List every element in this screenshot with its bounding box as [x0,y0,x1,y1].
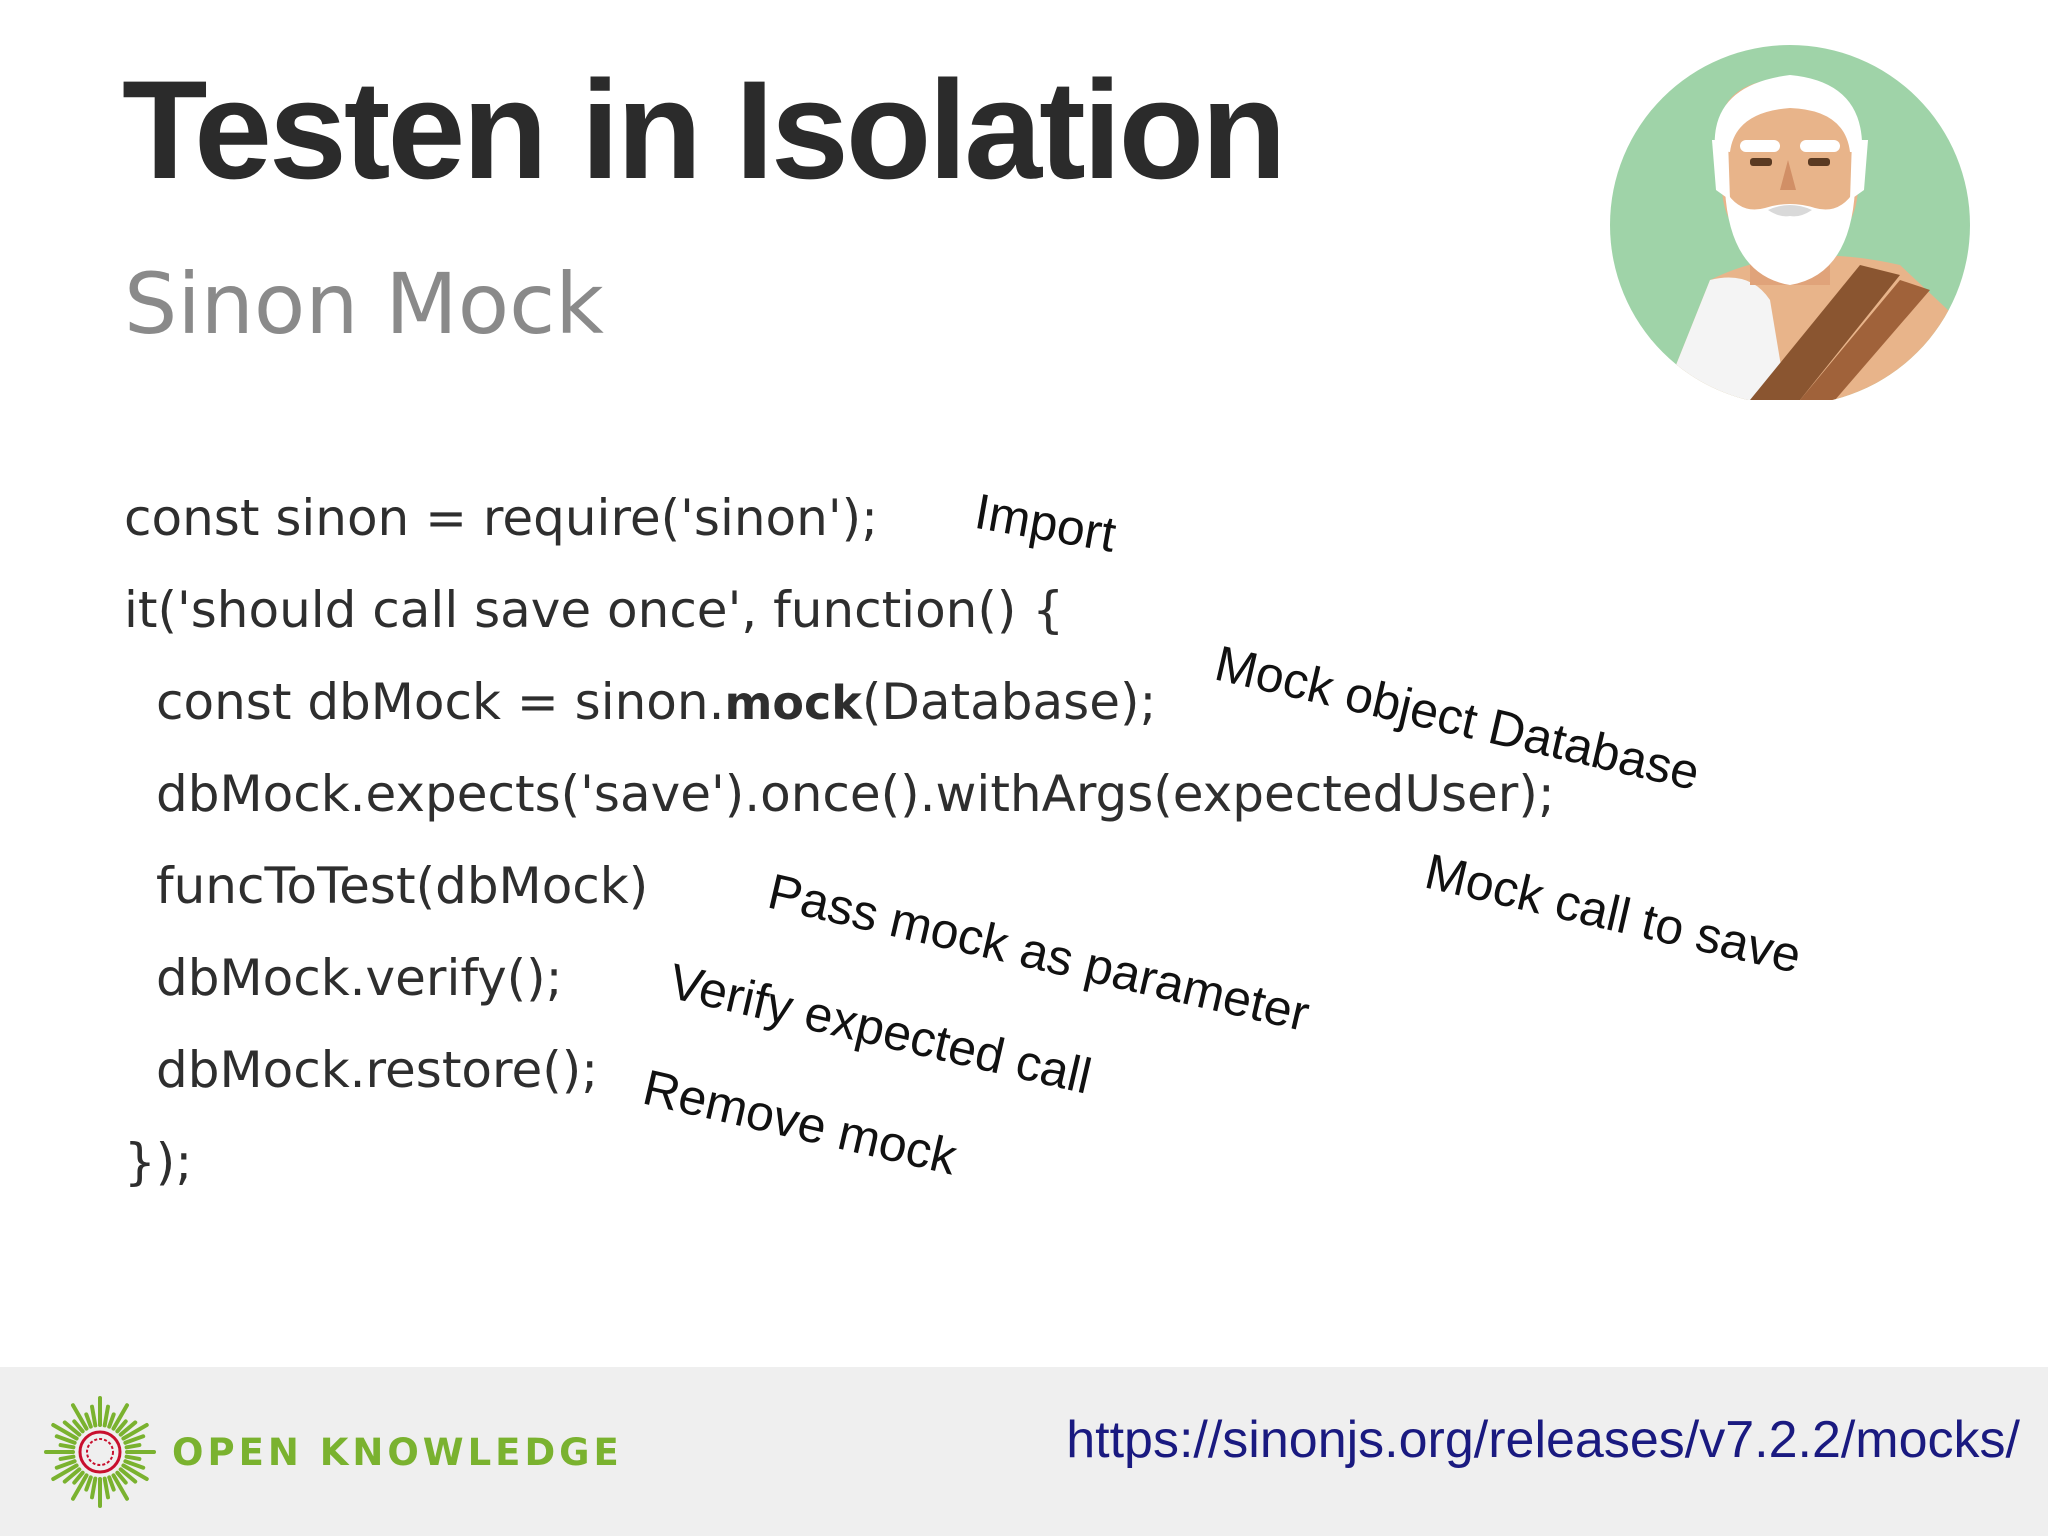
code-line-7: dbMock.restore(); [156,1041,599,1099]
open-knowledge-logo-icon [44,1396,156,1508]
slide-title: Testen in Isolation [122,51,1287,208]
code-line-3-suffix: (Database); [861,673,1157,731]
reference-link[interactable]: https://sinonjs.org/releases/v7.2.2/mock… [1066,1411,2020,1469]
code-line-6: dbMock.verify(); [156,949,563,1007]
code-line-3-prefix: const dbMock = sinon. [156,673,725,731]
annotation-mock-call: Mock call to save [1420,843,1807,984]
code-line-8: }); [124,1133,193,1191]
logo-text: OPEN KNOWLEDGE [172,1431,623,1474]
footer-bar [0,1367,2048,1536]
code-line-2: it('should call save once', function() { [124,581,1065,639]
code-line-3: const dbMock = sinon.mock(Database); [156,677,1156,727]
annotation-remove: Remove mock [638,1059,963,1186]
slide-subtitle: Sinon Mock [124,255,604,353]
code-line-3-bold: mock [724,676,862,730]
philosopher-avatar [1610,45,1970,400]
code-line-5: funcToTest(dbMock) [156,857,649,915]
code-line-4: dbMock.expects('save').once().withArgs(e… [156,765,1555,823]
code-line-1: const sinon = require('sinon'); [124,489,878,547]
annotation-import: Import [970,483,1121,563]
